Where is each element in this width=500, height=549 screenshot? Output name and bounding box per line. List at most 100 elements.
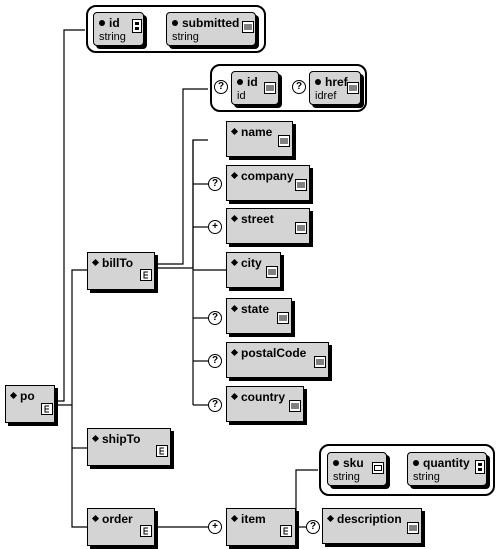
- attribute-name: href: [325, 75, 348, 89]
- simple-type-icon: [475, 460, 485, 474]
- attribute-href[interactable]: href idref: [309, 71, 361, 105]
- element-description[interactable]: description: [322, 508, 422, 544]
- attribute-type: string: [99, 31, 126, 43]
- element-postalcode[interactable]: postalCode: [226, 342, 329, 378]
- connector-po-attributes: [55, 29, 85, 402]
- connector-po-billto: [55, 269, 87, 406]
- element-order[interactable]: order: [87, 508, 155, 546]
- attribute-quantity[interactable]: quantity string: [407, 452, 487, 486]
- attribute-type: idref: [315, 90, 337, 102]
- element-diamond-icon: [230, 171, 239, 180]
- simple-type-icon: [314, 356, 326, 368]
- attribute-name: sku: [343, 456, 364, 470]
- po-attribute-group: id string submitted string: [86, 5, 266, 53]
- element-label: company: [241, 169, 294, 183]
- element-label: billTo: [102, 256, 134, 270]
- element-diamond-icon: [230, 214, 239, 223]
- element-country[interactable]: country: [226, 386, 304, 422]
- attribute-sku[interactable]: sku string: [327, 452, 387, 486]
- attribute-name: submitted: [182, 16, 240, 30]
- element-diamond-icon: [230, 348, 239, 357]
- element-diamond-icon: [9, 391, 18, 400]
- element-label: item: [241, 512, 266, 526]
- element-label: shipTo: [102, 432, 141, 446]
- complex-type-icon: [140, 269, 152, 281]
- attribute-id[interactable]: id string: [93, 12, 144, 46]
- element-diamond-icon: [230, 514, 239, 523]
- attribute-id[interactable]: id id: [231, 71, 279, 105]
- simple-type-icon: [295, 222, 307, 234]
- item-attribute-group: sku string quantity string: [319, 444, 495, 496]
- connector-po-order: [71, 448, 87, 528]
- attribute-type: string: [172, 31, 199, 43]
- element-label: city: [241, 256, 262, 270]
- simple-type-icon: [347, 82, 359, 94]
- element-label: country: [241, 390, 286, 404]
- attribute-dot-icon: [99, 20, 105, 26]
- attribute-dot-icon: [172, 20, 178, 26]
- one-or-more-symbol: +: [208, 520, 222, 534]
- optional-symbol: ?: [208, 354, 222, 368]
- element-label: state: [241, 302, 270, 316]
- attribute-type: id: [237, 90, 246, 102]
- element-label: street: [241, 212, 274, 226]
- complex-type-icon: [156, 445, 168, 457]
- element-diamond-icon: [91, 514, 100, 523]
- element-label: name: [241, 125, 273, 139]
- optional-symbol: ?: [306, 520, 320, 534]
- attribute-dot-icon: [333, 460, 339, 466]
- complex-type-icon: [280, 525, 292, 537]
- optional-symbol: ?: [292, 80, 306, 94]
- complex-type-icon: [41, 403, 53, 415]
- attribute-dot-icon: [237, 79, 243, 85]
- element-shipto[interactable]: shipTo: [87, 428, 171, 466]
- element-diamond-icon: [230, 127, 239, 136]
- attribute-name: quantity: [423, 456, 470, 470]
- simple-type-icon: [372, 462, 384, 474]
- complex-type-icon: [140, 525, 152, 537]
- element-label: description: [337, 512, 402, 526]
- element-diamond-icon: [91, 258, 100, 267]
- attribute-dot-icon: [413, 460, 419, 466]
- element-billto[interactable]: billTo: [87, 252, 155, 290]
- attribute-dot-icon: [315, 79, 321, 85]
- element-company[interactable]: company: [226, 165, 310, 201]
- optional-symbol: ?: [208, 398, 222, 412]
- element-city[interactable]: city: [226, 252, 281, 288]
- simple-type-icon: [407, 522, 419, 534]
- element-diamond-icon: [230, 392, 239, 401]
- attribute-type: string: [333, 471, 360, 483]
- element-diamond-icon: [230, 258, 239, 267]
- simple-type-icon: [264, 82, 276, 94]
- attribute-name: id: [247, 75, 258, 89]
- simple-type-icon: [277, 312, 289, 324]
- element-po[interactable]: po: [5, 385, 55, 423]
- simple-type-icon: [278, 135, 290, 147]
- one-or-more-symbol: +: [208, 220, 222, 234]
- optional-symbol: ?: [208, 177, 222, 191]
- optional-symbol: ?: [208, 311, 222, 325]
- connector-item-attributes: [295, 469, 318, 520]
- element-label: postalCode: [241, 346, 307, 360]
- attribute-type: string: [413, 471, 440, 483]
- simple-type-icon: [295, 179, 307, 191]
- connector-billto-attributes: [155, 88, 208, 265]
- attribute-name: id: [109, 16, 120, 30]
- simple-type-icon: [242, 21, 254, 33]
- element-street[interactable]: street: [226, 208, 310, 244]
- attribute-submitted[interactable]: submitted string: [166, 12, 256, 46]
- connector-billto-name: [155, 139, 208, 269]
- element-diamond-icon: [326, 514, 335, 523]
- billto-attribute-group: ? id id ? href idref: [210, 64, 367, 112]
- optional-symbol: ?: [214, 80, 228, 94]
- element-item[interactable]: item: [226, 508, 296, 546]
- element-state[interactable]: state: [226, 298, 292, 334]
- element-diamond-icon: [230, 304, 239, 313]
- element-name[interactable]: name: [226, 121, 293, 157]
- simple-type-icon: [289, 400, 301, 412]
- element-diamond-icon: [91, 434, 100, 443]
- element-label: po: [20, 389, 35, 403]
- simple-type-icon: [132, 19, 142, 33]
- element-label: order: [102, 512, 133, 526]
